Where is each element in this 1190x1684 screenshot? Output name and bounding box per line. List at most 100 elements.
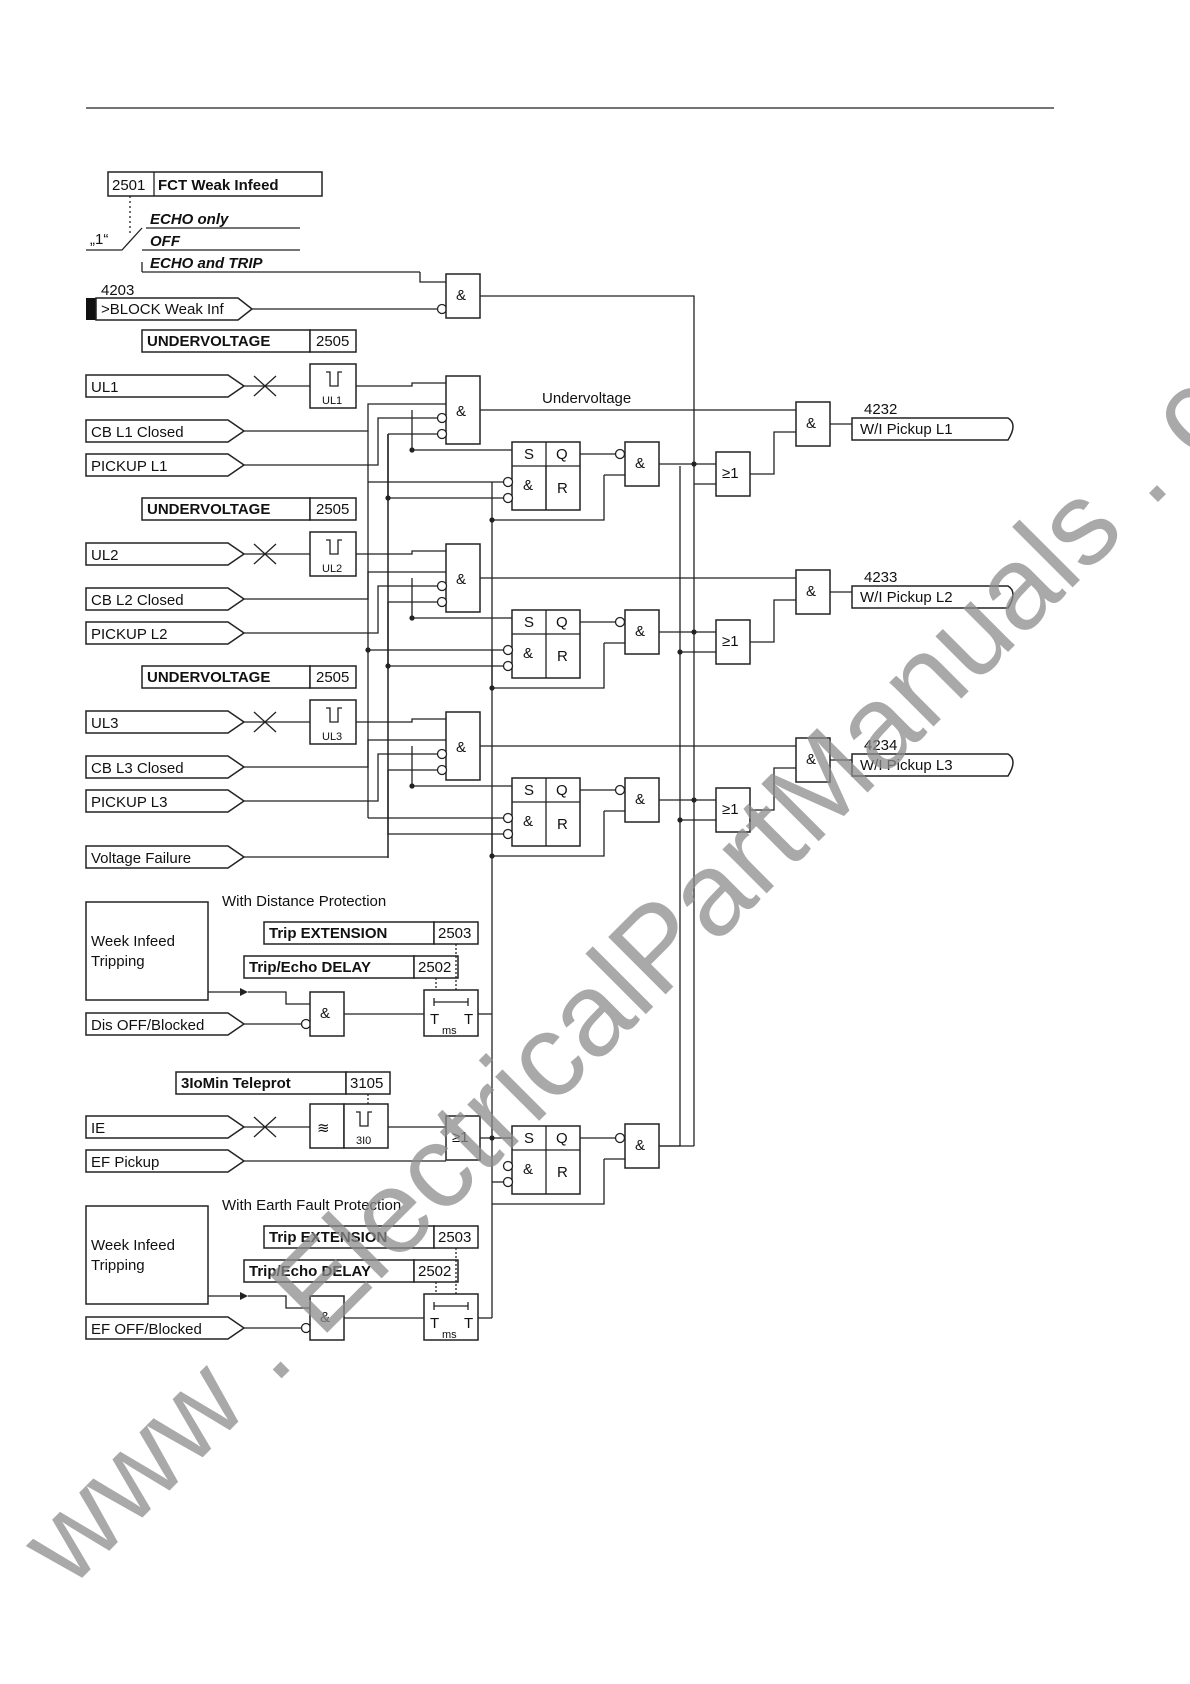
week-infeed-tripping-block-ef (85, 1205, 209, 1305)
trip-echo-delay-label: Trip/Echo DELAY (249, 1263, 371, 1280)
phase-l3-logic: UNDERVOLTAGE 2505 UL3 UL3 CB L3 Closed P… (85, 665, 852, 857)
pickup-l1-label: PICKUP L1 (91, 458, 167, 475)
and-symbol: & (523, 813, 533, 830)
and-symbol: & (635, 455, 645, 472)
output-label: W/I Pickup L2 (860, 589, 953, 606)
with-distance-label: With Distance Protection (222, 893, 386, 910)
or-symbol: ≥1 (722, 801, 739, 818)
week-infeed-line2: Tripping (91, 1257, 145, 1274)
output-label: W/I Pickup L3 (860, 757, 953, 774)
setting-name: FCT Weak Infeed (158, 177, 279, 194)
reset-input: R (557, 480, 568, 497)
undervoltage-setting-address (309, 329, 357, 353)
ef-off-label: EF OFF/Blocked (91, 1321, 202, 1338)
set-input: S (524, 782, 534, 799)
and-symbol: & (635, 1137, 645, 1154)
pickup-l2-label: PICKUP L2 (91, 626, 167, 643)
timer-ms: ms (442, 1025, 457, 1037)
output-number: 4233 (864, 569, 897, 586)
or-symbol: ≥1 (452, 1129, 469, 1146)
ul3-tag: UL3 (322, 731, 342, 743)
trip-echo-delay-address-text: 2502 (418, 959, 451, 976)
timer-t-left: T (430, 1011, 439, 1028)
ul2-label: UL2 (91, 547, 119, 564)
and-symbol: & (635, 791, 645, 808)
undervoltage-label: UNDERVOLTAGE (147, 669, 270, 686)
q-output: Q (556, 782, 568, 799)
cb-l2-label: CB L2 Closed (91, 592, 184, 609)
ie-input (85, 1115, 246, 1139)
timer-t-left: T (430, 1315, 439, 1332)
week-infeed-line1: Week Infeed (91, 933, 175, 950)
option-off: OFF (150, 233, 181, 250)
cb-l3-label: CB L3 Closed (91, 760, 184, 777)
or-gate-ie (445, 1115, 481, 1161)
output-wi-pickup-l1 (851, 417, 1014, 441)
dis-off-label: Dis OFF/Blocked (91, 1017, 204, 1034)
set-input: S (524, 446, 534, 463)
binary-input-marker (86, 298, 96, 320)
or-symbol: ≥1 (722, 465, 739, 482)
week-infeed-line2: Tripping (91, 953, 145, 970)
earth-fault-section: With Earth Fault Protection Week Infeed … (85, 1197, 492, 1341)
3i0-tag: 3I0 (356, 1135, 371, 1147)
timer-ms: ms (442, 1329, 457, 1341)
reset-input: R (557, 648, 568, 665)
q-output: Q (556, 446, 568, 463)
and-symbol: & (456, 287, 466, 304)
teleprot-address-text: 3105 (350, 1075, 383, 1092)
and-symbol: & (320, 1005, 330, 1022)
phase-l2-logic: UNDERVOLTAGE 2505 UL2 UL2 CB L2 Closed P… (85, 497, 852, 689)
undervoltage-label: UNDERVOLTAGE (147, 501, 270, 518)
and-symbol: & (806, 415, 816, 432)
week-infeed-line1: Week Infeed (91, 1237, 175, 1254)
trip-extension-label: Trip EXTENSION (269, 925, 387, 942)
pickup-l2-input (85, 621, 246, 645)
ul2-tag: UL2 (322, 563, 342, 575)
week-infeed-tripping-block (85, 901, 209, 1001)
and-gate-l1 (445, 375, 481, 445)
cb-l1-label: CB L1 Closed (91, 424, 184, 441)
and-gate-distance (309, 991, 345, 1037)
q-output: Q (556, 614, 568, 631)
or-gate-l1 (715, 451, 751, 497)
or-gate-l3 (715, 787, 751, 833)
and-symbol: & (320, 1309, 330, 1326)
timer-distance (423, 989, 479, 1037)
pickup-l1-input (85, 453, 246, 477)
and-gate-ie (624, 1123, 660, 1169)
and-symbol: & (806, 583, 816, 600)
ul1-tag: UL1 (322, 395, 342, 407)
cb-l3-closed-input (85, 755, 246, 779)
undervoltage-signal-label: Undervoltage (542, 390, 631, 407)
teleprot-section: 3IoMin Teleprot 3105 IE ≋ 3I0 EF Pickup … (85, 1071, 694, 1205)
ul1-label: UL1 (91, 379, 119, 396)
or-symbol: ≥1 (722, 633, 739, 650)
filter-icon: ≋ (317, 1120, 330, 1137)
teleprot-label: 3IoMin Teleprot (181, 1075, 291, 1092)
block-input-number: 4203 (101, 282, 134, 299)
dis-off-blocked-input (85, 1012, 246, 1036)
and-symbol: & (806, 751, 816, 768)
voltage-failure-label: Voltage Failure (91, 850, 191, 867)
voltage-failure-input (85, 845, 246, 869)
undervoltage-address: 2505 (316, 333, 349, 350)
q-output: Q (556, 1130, 568, 1147)
phase-l1-logic: UNDERVOLTAGE 2505 UL1 UL1 CB L1 Closed P… (85, 329, 852, 521)
filter-block (309, 1103, 345, 1149)
and-gate-l3 (445, 711, 481, 781)
output-wi-pickup-l2 (851, 585, 1014, 609)
and-symbol: & (523, 477, 533, 494)
timer-earth-fault (423, 1293, 479, 1341)
or-gate-l2 (715, 619, 751, 665)
setting-address: 2501 (112, 177, 145, 194)
ul1-input (85, 374, 246, 398)
and-symbol: & (456, 571, 466, 588)
set-input: S (524, 1130, 534, 1147)
timer-t-right: T (464, 1011, 473, 1028)
pickup-l3-label: PICKUP L3 (91, 794, 167, 811)
undervoltage-label: UNDERVOLTAGE (147, 333, 270, 350)
pickup-l3-input (85, 789, 246, 813)
cb-l1-closed-input (85, 419, 246, 443)
ef-pickup-label: EF Pickup (91, 1154, 159, 1171)
